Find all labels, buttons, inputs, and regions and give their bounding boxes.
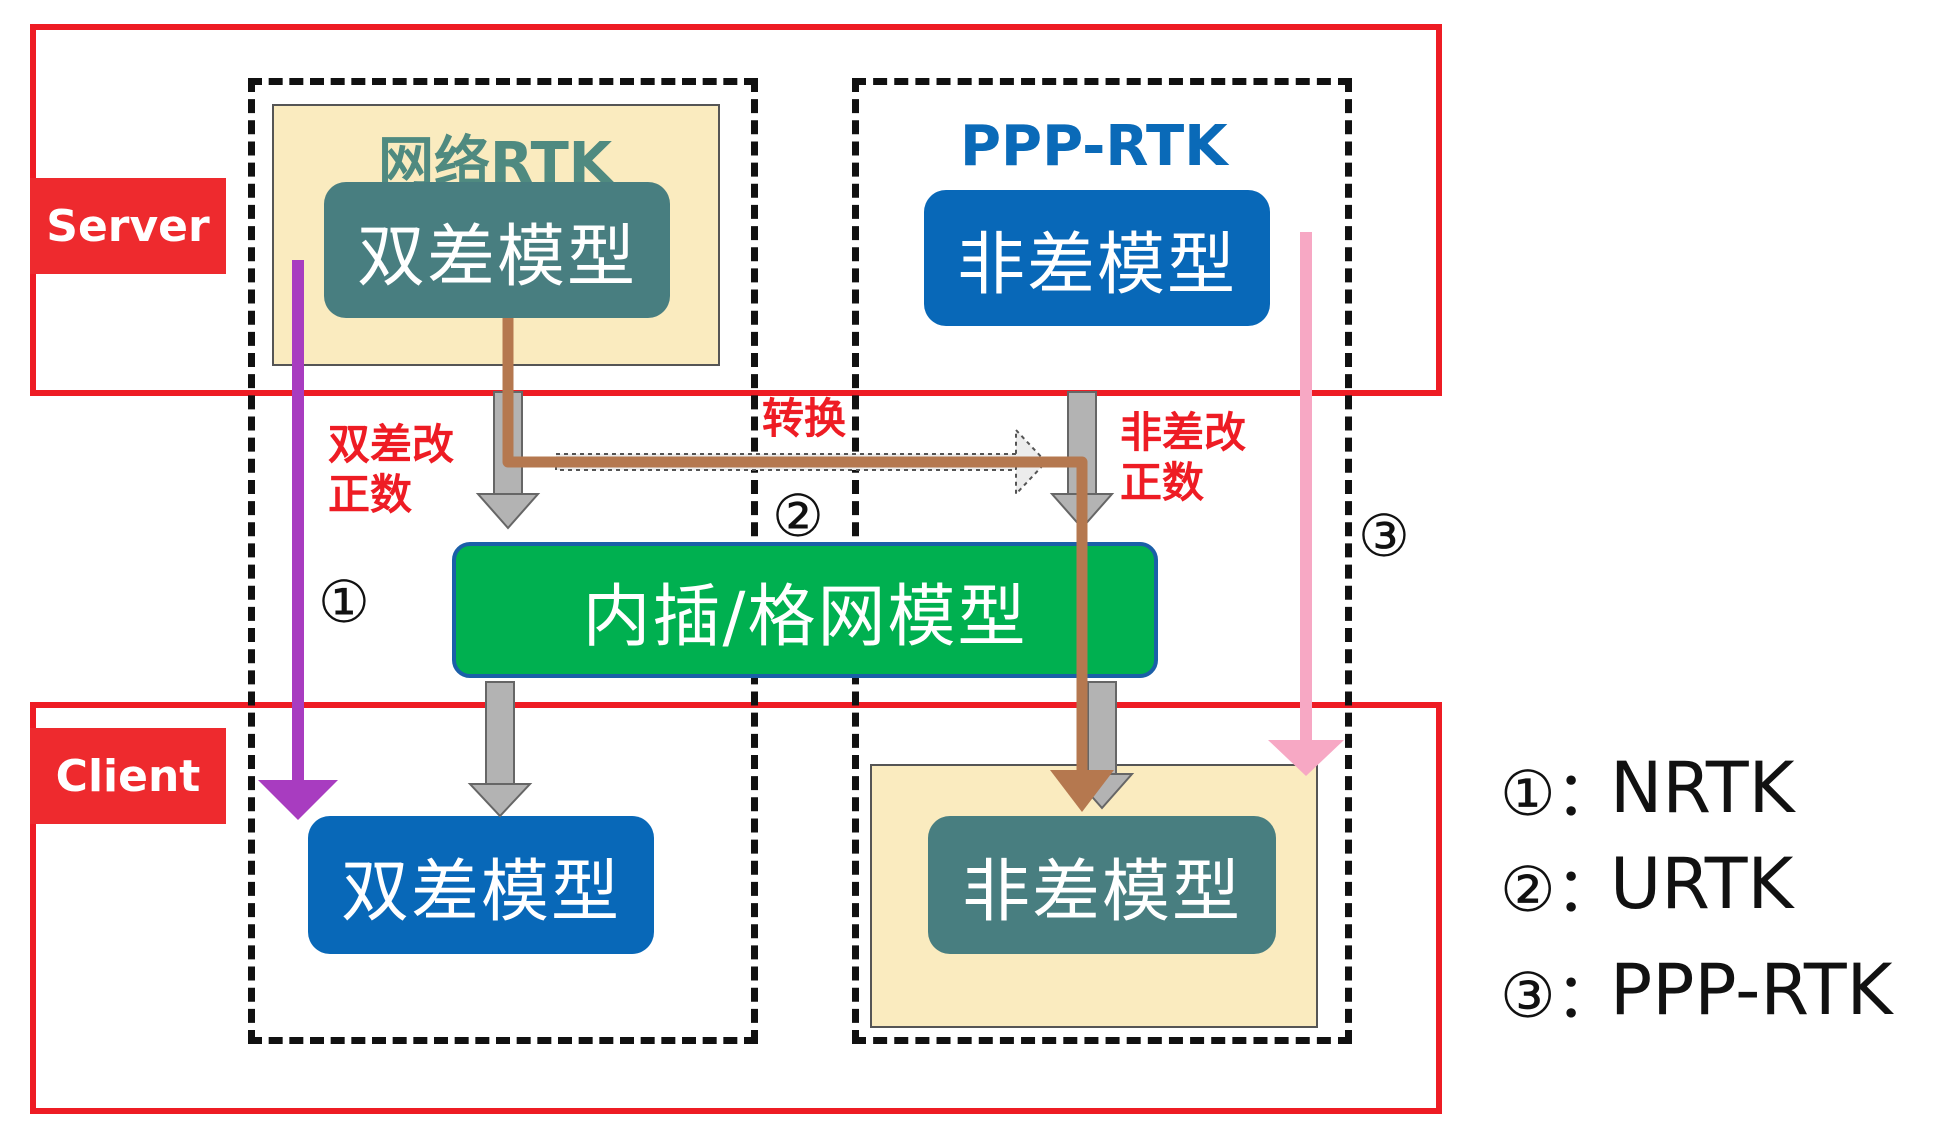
server-tag: Server	[30, 178, 226, 274]
double-diff-correction-label: 双差改 正数	[328, 420, 478, 520]
legend-row-ppp-rtk: ③： PPP-RTK	[1500, 944, 1930, 1036]
legend-marker: ③：	[1500, 959, 1618, 1032]
gray-arrow-interp-to-dd-client	[467, 681, 533, 818]
marker-ppp-rtk: ③	[1358, 502, 1410, 570]
legend-row-nrtk: ①： NRTK	[1500, 742, 1920, 834]
undiff-correction-line1: 非差改	[1120, 408, 1247, 457]
ppp-rtk-title: PPP-RTK	[960, 114, 1228, 179]
undiff-model-server: 非差模型	[924, 190, 1270, 326]
client-region	[30, 702, 1442, 1114]
undiff-correction-label: 非差改 正数	[1120, 408, 1270, 508]
marker-urtk: ②	[772, 482, 824, 550]
legend-marker: ①：	[1500, 757, 1618, 830]
legend-name: PPP-RTK	[1610, 949, 1893, 1031]
legend-name: NRTK	[1610, 747, 1795, 829]
nrtk-path	[258, 260, 338, 820]
gray-arrow-interp-to-ud-client	[1069, 681, 1135, 810]
undiff-model-client: 非差模型	[928, 816, 1276, 954]
double-diff-correction-line2: 正数	[328, 470, 413, 519]
legend-name: URTK	[1610, 843, 1794, 925]
legend-row-urtk: ②： URTK	[1500, 838, 1920, 930]
urtk-path	[502, 318, 1114, 812]
conversion-label: 转换	[762, 394, 847, 443]
client-tag: Client	[30, 728, 226, 824]
double-diff-correction-line1: 双差改	[328, 420, 455, 469]
interpolation-grid-model: 内插/格网模型	[452, 542, 1158, 678]
ppp-rtk-path	[1268, 232, 1344, 776]
marker-nrtk: ①	[318, 568, 370, 636]
legend-marker: ②：	[1500, 853, 1618, 926]
double-diff-model-client: 双差模型	[308, 816, 654, 954]
double-diff-model-server: 双差模型	[324, 182, 670, 318]
undiff-correction-line2: 正数	[1120, 458, 1205, 507]
